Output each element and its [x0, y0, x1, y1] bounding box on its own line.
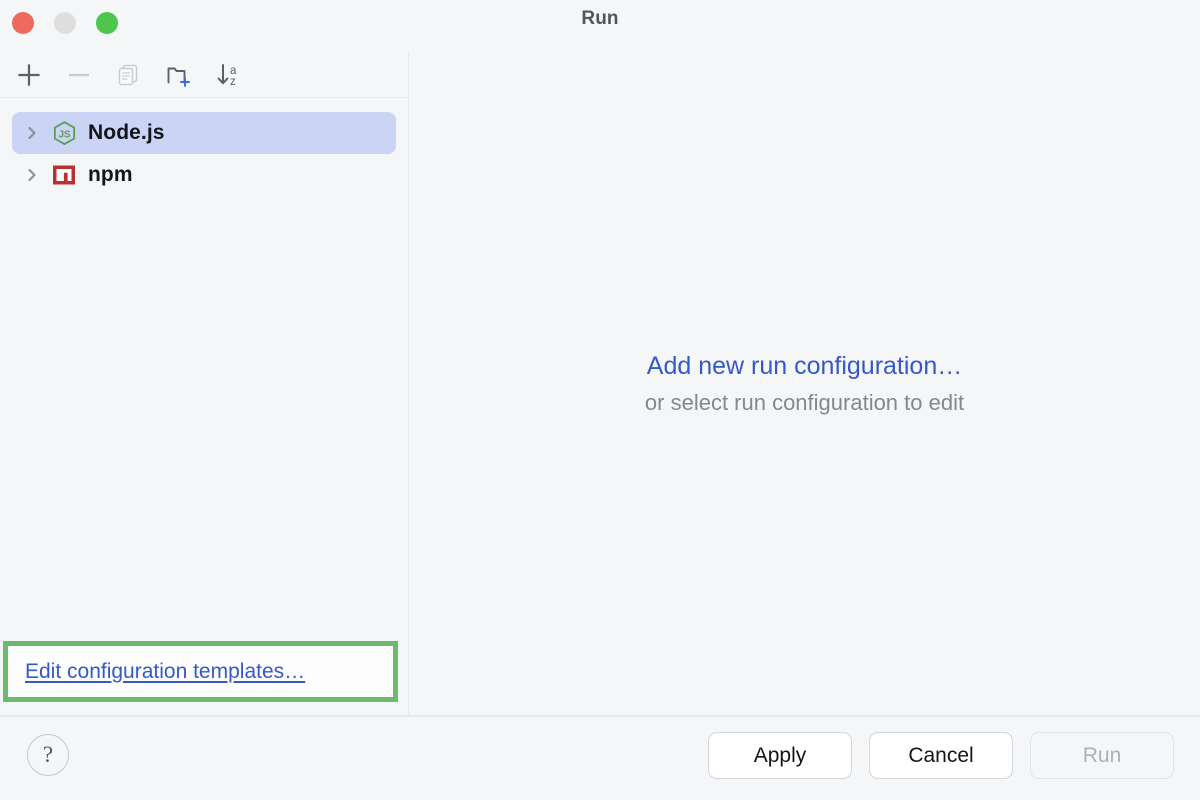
- close-traffic-light[interactable]: [12, 12, 34, 34]
- help-icon[interactable]: ?: [27, 734, 69, 776]
- minus-icon: [68, 73, 90, 76]
- chevron-right-icon[interactable]: [24, 125, 40, 141]
- toolbar-divider: [0, 97, 408, 98]
- remove-configuration-button[interactable]: [56, 54, 102, 96]
- configurations-tree: JS Node.js npm: [0, 104, 408, 196]
- dialog-footer: ? Apply Cancel Run: [0, 717, 1200, 800]
- empty-state-pane: Add new run configuration… or select run…: [409, 52, 1200, 715]
- sort-configurations-button[interactable]: a z: [206, 54, 252, 96]
- copy-icon: [118, 64, 138, 85]
- cancel-button[interactable]: Cancel: [869, 732, 1013, 779]
- edit-configuration-templates-link[interactable]: Edit configuration templates…: [25, 659, 306, 683]
- footer-divider: [0, 715, 1200, 717]
- title-bar: Run: [0, 0, 1200, 46]
- plus-icon: [18, 63, 40, 86]
- empty-state-hint: or select run configuration to edit: [644, 389, 965, 415]
- tree-item-label: Node.js: [88, 121, 165, 144]
- configurations-toolbar: a z: [0, 52, 408, 97]
- apply-button[interactable]: Apply: [708, 732, 852, 779]
- tree-item-npm[interactable]: npm: [12, 154, 396, 196]
- new-folder-button[interactable]: [156, 54, 202, 96]
- dialog-actions: Apply Cancel Run: [708, 732, 1174, 779]
- sort-az-icon: a z: [217, 63, 237, 88]
- add-configuration-button[interactable]: [6, 54, 52, 96]
- window-title: Run: [581, 8, 619, 29]
- tree-item-nodejs[interactable]: JS Node.js: [12, 112, 396, 154]
- svg-text:a: a: [230, 65, 237, 77]
- tree-item-label: npm: [88, 163, 133, 186]
- zoom-traffic-light[interactable]: [96, 12, 118, 34]
- run-button[interactable]: Run: [1030, 732, 1174, 779]
- svg-text:JS: JS: [58, 129, 71, 140]
- panel-divider: [408, 52, 409, 715]
- minimize-traffic-light[interactable]: [54, 12, 76, 34]
- copy-configuration-button[interactable]: [106, 54, 152, 96]
- npm-icon: [50, 161, 78, 189]
- folder-add-icon: [167, 67, 190, 87]
- add-new-run-configuration-link[interactable]: Add new run configuration…: [646, 351, 963, 380]
- chevron-right-icon[interactable]: [24, 167, 40, 183]
- svg-text:z: z: [230, 76, 236, 88]
- nodejs-icon: JS: [50, 119, 78, 147]
- edit-configuration-templates-highlight: Edit configuration templates…: [3, 641, 398, 702]
- window-controls: [12, 12, 118, 34]
- help-button-label: ?: [42, 742, 54, 767]
